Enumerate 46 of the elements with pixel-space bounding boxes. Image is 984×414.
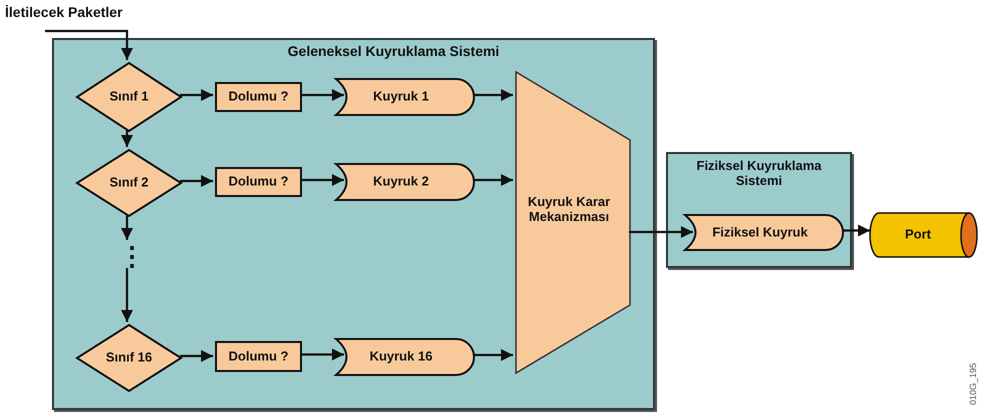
queue-shape	[684, 214, 844, 251]
node-label: Dolumu ?	[228, 349, 290, 364]
node-label: Sınıf 16	[104, 350, 154, 366]
arrow	[121, 130, 133, 147]
system-panel	[52, 38, 655, 410]
arrow	[180, 175, 213, 187]
arrow	[629, 226, 693, 238]
ellipsis-text: ⋮	[119, 243, 139, 269]
node-label: Dolumu ?	[228, 174, 290, 190]
multiplexer-trapezoid	[515, 71, 631, 374]
input-label: İletilecek Paketler	[5, 4, 124, 20]
node-label: Kuyruk 1	[372, 90, 430, 104]
process-box	[215, 167, 302, 197]
node-label: Kuyruk 2	[372, 174, 430, 190]
system-panel	[666, 152, 852, 268]
queue-shape	[335, 78, 475, 116]
node-label: Dolumu ?	[228, 90, 290, 104]
node-label: Sınıf 2	[108, 176, 150, 190]
arrow	[180, 89, 213, 101]
arrow	[121, 215, 133, 240]
arrow	[473, 174, 513, 186]
port-cylinder	[870, 212, 978, 258]
panel-heading: Fiziksel Kuyruklama Sistemi	[696, 159, 822, 189]
process-box	[215, 82, 302, 112]
node-label: Fiziksel Kuyruk	[711, 225, 809, 240]
node-label: Sınıf 1	[108, 90, 150, 104]
process-box	[215, 341, 302, 372]
arrow	[300, 89, 344, 101]
arrow	[300, 174, 344, 186]
node-label: Kuyruk 16	[368, 350, 434, 364]
arrow	[473, 349, 513, 361]
arrow	[121, 268, 133, 322]
decision-diamond	[76, 324, 182, 392]
arrow	[473, 89, 513, 101]
arrow	[300, 348, 344, 360]
arrow	[45, 30, 133, 60]
queue-shape	[335, 163, 475, 201]
queue-shape	[335, 338, 475, 376]
panel-heading: Geleneksel Kuyruklama Sistemi	[286, 43, 500, 60]
arrow	[842, 224, 870, 236]
decision-diamond	[76, 62, 182, 132]
node-label: Port	[904, 228, 932, 242]
node-label: Kuyruk Karar Mekanizması	[527, 195, 611, 226]
figure-code: 010G_195	[968, 362, 978, 405]
arrow	[180, 350, 213, 362]
decision-diamond	[76, 149, 182, 217]
